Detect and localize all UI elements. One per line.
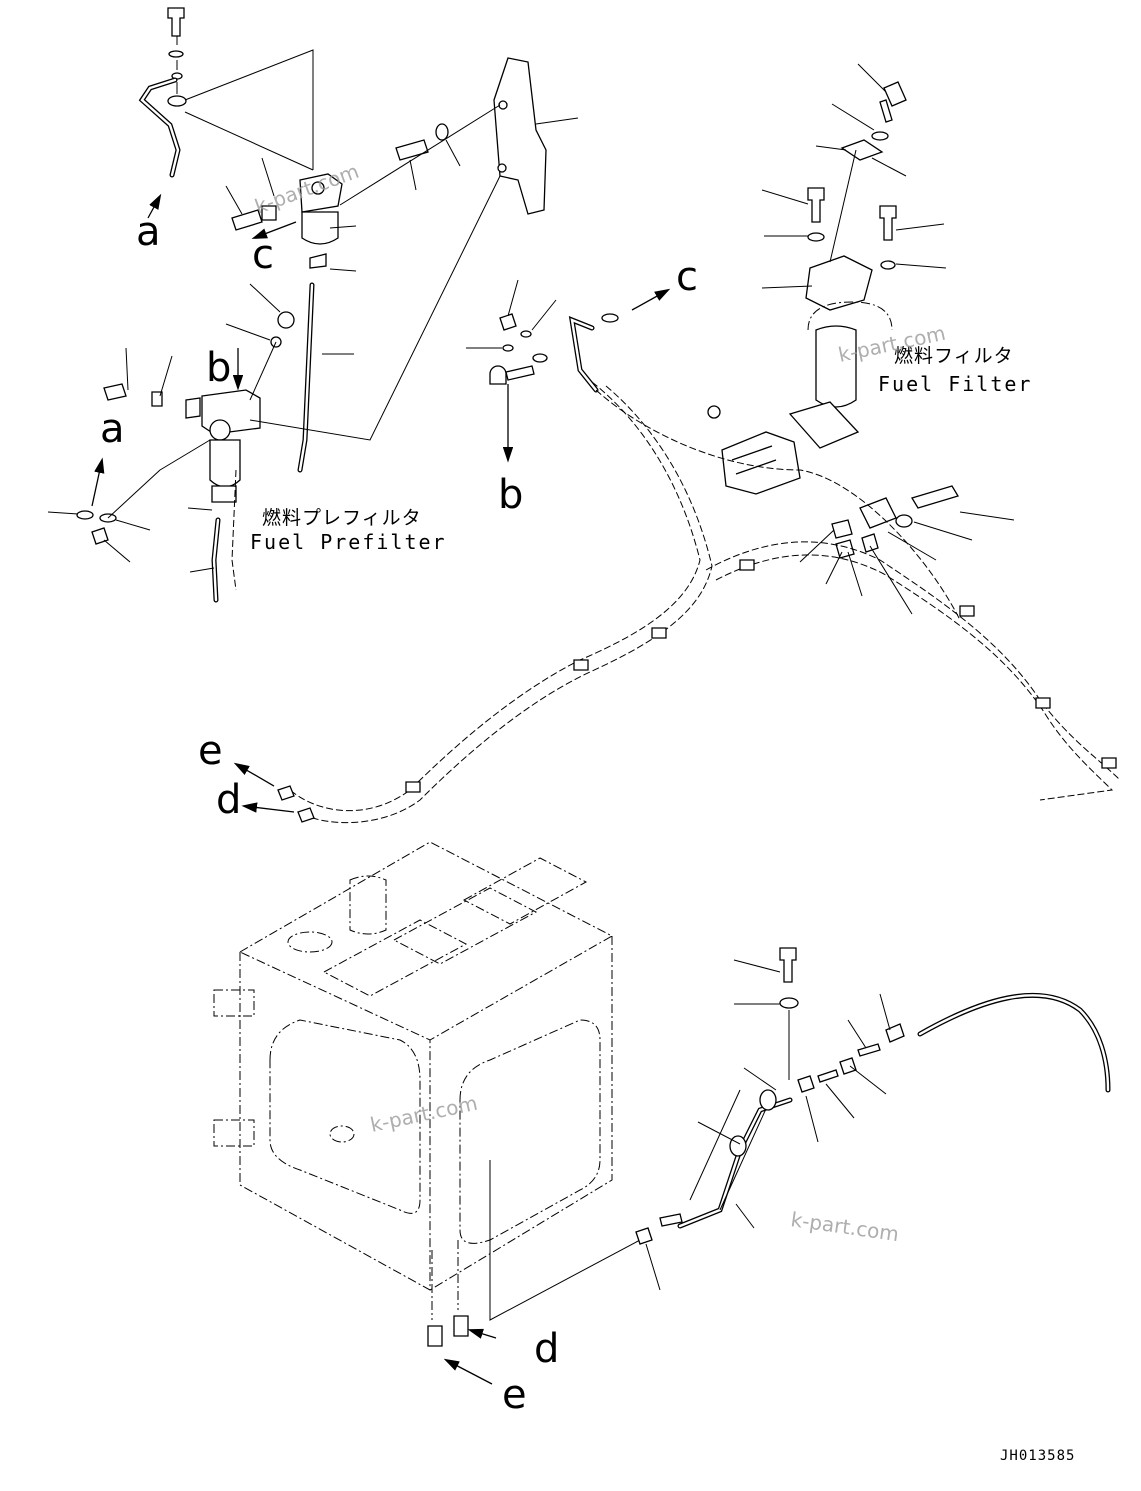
letter-d-upper: d bbox=[216, 777, 241, 823]
letter-a-lower: a bbox=[100, 406, 125, 452]
prefilter-label-en: Fuel Prefilter bbox=[250, 530, 447, 554]
letter-e-lower: e bbox=[502, 1372, 527, 1418]
watermark-4: k-part.com bbox=[789, 1207, 900, 1246]
drawing-code: JH013585 bbox=[1000, 1448, 1075, 1464]
prefilter-label-jp: 燃料プレフィルタ bbox=[262, 507, 422, 529]
letter-c-upper: c bbox=[252, 232, 274, 278]
letter-b-upper: b bbox=[206, 345, 231, 391]
fuel-hose-routing bbox=[233, 381, 1121, 824]
letter-b-lower: b bbox=[498, 472, 523, 518]
leader-lines bbox=[47, 63, 1015, 1291]
fuel-tank bbox=[213, 841, 641, 1385]
prefilter-assembly bbox=[76, 7, 547, 603]
letter-d-lower: d bbox=[534, 1326, 559, 1372]
watermark-3: k-part.com bbox=[368, 1091, 480, 1137]
letter-c-right: c bbox=[676, 254, 698, 300]
filter-label-jp: 燃料フィルタ bbox=[894, 345, 1014, 367]
fuel-filter-assembly bbox=[489, 81, 959, 559]
filter-label-en: Fuel Filter bbox=[878, 372, 1032, 396]
letter-e-upper: e bbox=[198, 728, 223, 774]
return-hose-assembly bbox=[635, 947, 1111, 1245]
letter-a-upper: a bbox=[136, 209, 161, 255]
